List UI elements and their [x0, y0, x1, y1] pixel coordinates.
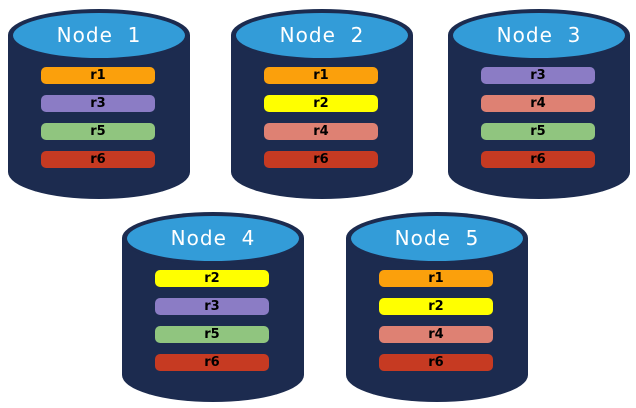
replica-bar-r4: r4 [481, 95, 595, 112]
replica-bar-r6: r6 [41, 151, 155, 168]
replica-bar-r3: r3 [155, 298, 269, 315]
replica-bar-r4: r4 [379, 326, 493, 343]
replica-bar-r1: r1 [264, 67, 378, 84]
node-label: Node 3 [496, 23, 582, 47]
replica-bars: r1 r2 r4 r6 [264, 67, 378, 168]
replica-bars: r1 r3 r5 r6 [41, 67, 155, 168]
node-label: Node 5 [394, 226, 480, 250]
cylinder-top-ellipse [236, 13, 408, 58]
node-cylinder: Node 1 r1 r3 r5 r6 [8, 9, 190, 199]
node-label: Node 1 [56, 23, 142, 47]
replica-bar-r6: r6 [379, 354, 493, 371]
cylinder-top-ellipse [351, 216, 523, 261]
replica-bars: r2 r3 r5 r6 [155, 270, 269, 371]
cylinder-body [448, 35, 630, 199]
cylinder-top-ellipse [453, 13, 625, 58]
cylinder-body [231, 35, 413, 199]
replica-bar-r6: r6 [481, 151, 595, 168]
cylinder-top-ellipse [13, 13, 185, 58]
cylinder-body [346, 238, 528, 402]
replica-bar-r5: r5 [41, 123, 155, 140]
replica-bar-r6: r6 [155, 354, 269, 371]
replica-bar-r3: r3 [481, 67, 595, 84]
replica-bars: r3 r4 r5 r6 [481, 67, 595, 168]
replica-bar-r2: r2 [155, 270, 269, 287]
replica-bar-r6: r6 [264, 151, 378, 168]
replica-bar-r2: r2 [264, 95, 378, 112]
replica-bars: r1 r2 r4 r6 [379, 270, 493, 371]
replica-bar-r5: r5 [155, 326, 269, 343]
node-cylinder: Node 2 r1 r2 r4 r6 [231, 9, 413, 199]
node-cylinder: Node 4 r2 r3 r5 r6 [122, 212, 304, 402]
replica-bar-r1: r1 [379, 270, 493, 287]
node-cylinder: Node 5 r1 r2 r4 r6 [346, 212, 528, 402]
replica-bar-r3: r3 [41, 95, 155, 112]
replica-bar-r2: r2 [379, 298, 493, 315]
replica-bar-r4: r4 [264, 123, 378, 140]
cylinder-body [122, 238, 304, 402]
node-cylinder: Node 3 r3 r4 r5 r6 [448, 9, 630, 199]
replica-bar-r1: r1 [41, 67, 155, 84]
replica-bar-r5: r5 [481, 123, 595, 140]
cylinder-body [8, 35, 190, 199]
node-label: Node 4 [170, 226, 256, 250]
cylinder-top-ellipse [127, 216, 299, 261]
node-label: Node 2 [279, 23, 365, 47]
